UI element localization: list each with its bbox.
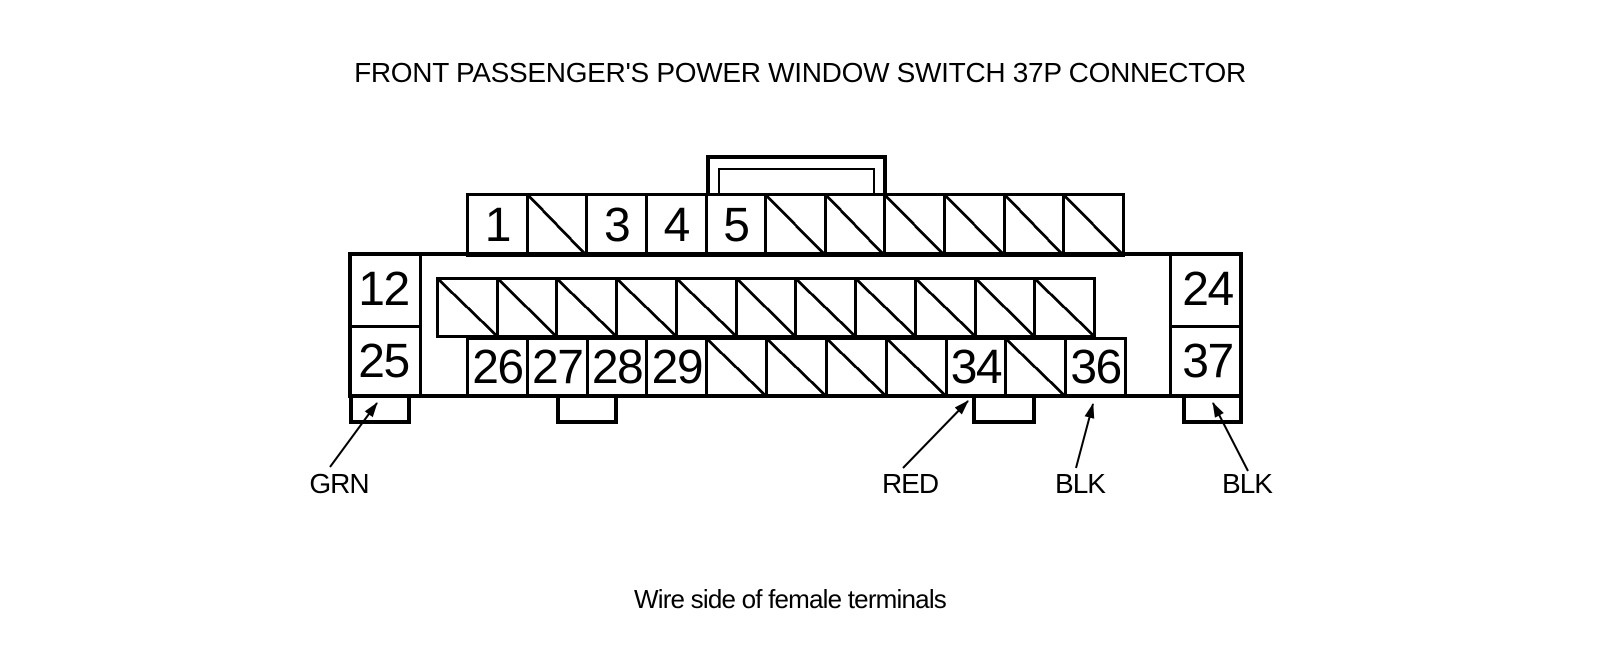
wire-color-label-blk2: BLK — [1222, 468, 1273, 499]
wire-color-label-red: RED — [881, 468, 939, 499]
pin-cell-hatched — [558, 280, 619, 335]
pin-cell-12: 12 — [358, 263, 410, 316]
pin-cell-24: 24 — [1182, 263, 1234, 316]
pin-cell: 1 — [469, 196, 529, 254]
pin-cell-hatched — [768, 340, 828, 395]
diagram-title: FRONT PASSENGER'S POWER WINDOW SWITCH 37… — [354, 57, 1246, 88]
pin-cell-hatched — [767, 196, 827, 254]
pin-cell-37: 37 — [1182, 334, 1234, 388]
pin-cell-hatched — [1007, 340, 1068, 395]
pin-cell-hatched — [887, 340, 948, 395]
pin-cell-25: 25 — [358, 334, 410, 388]
pin-cell-hatched — [797, 280, 858, 335]
pin-cell-hatched — [1005, 196, 1066, 254]
wire-color-label-blk1: BLK — [1055, 468, 1106, 499]
pin-cell-hatched — [857, 280, 917, 335]
pin-cell-hatched — [498, 280, 559, 335]
pin-cell-hatched — [916, 280, 977, 335]
pin-cell-hatched — [946, 196, 1006, 254]
blk-arrow-1 — [1075, 403, 1095, 469]
pin-cell-hatched — [976, 280, 1037, 335]
connector-key-inner — [718, 168, 875, 195]
pin-cell-hatched — [528, 196, 589, 254]
connector-key-outer — [706, 155, 887, 195]
left-wing-horizontal-divider — [348, 325, 422, 328]
pin-row-middle — [436, 277, 1096, 338]
pin-cell-hatched — [439, 280, 499, 335]
mounting-tab-1 — [349, 394, 411, 424]
wire-color-label-grn: GRN — [309, 468, 369, 499]
mounting-tab-2 — [556, 394, 618, 424]
pin-cell-hatched — [737, 280, 798, 335]
pin-cell: 3 — [588, 196, 648, 254]
pin-cell-hatched — [827, 340, 888, 395]
pin-cell: 34 — [948, 340, 1008, 395]
pin-cell: 4 — [648, 196, 708, 254]
red-arrow — [902, 400, 969, 469]
pin-cell-hatched — [826, 196, 887, 254]
pin-cell-hatched — [618, 280, 678, 335]
pin-cell: 36 — [1070, 341, 1122, 394]
pin-cell-hatched — [708, 340, 769, 395]
caption: Wire side of female terminals — [633, 584, 947, 614]
pin-cell-hatched — [1065, 196, 1123, 254]
right-wing-horizontal-divider — [1169, 325, 1243, 328]
pin-cell-hatched — [677, 280, 738, 335]
pin-cell-hatched — [886, 196, 947, 254]
pin-cell: 29 — [648, 340, 709, 395]
mounting-tab-4 — [1182, 394, 1243, 424]
mounting-tab-3 — [972, 394, 1036, 424]
pin-cell: 5 — [708, 196, 768, 254]
pin-cell-hatched — [1036, 280, 1094, 335]
pin-cell: 28 — [589, 340, 649, 395]
pin-cell: 27 — [529, 340, 589, 395]
pin-cell: 26 — [469, 340, 529, 395]
